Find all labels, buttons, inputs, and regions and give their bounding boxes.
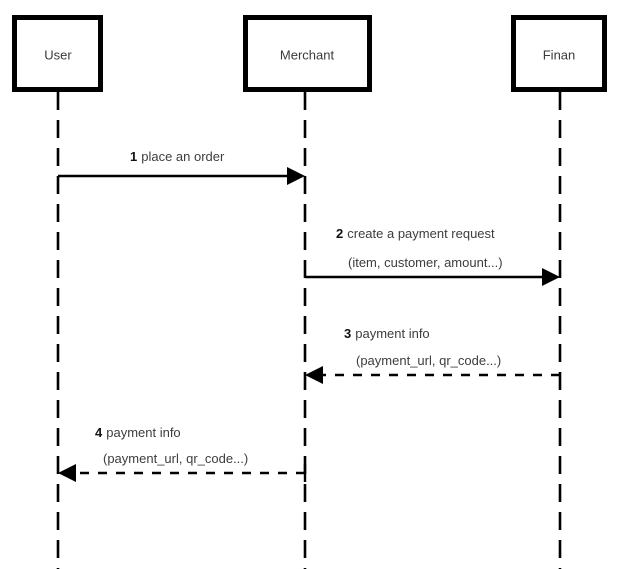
lifelines-group <box>56 92 562 569</box>
participant-box-finan[interactable] <box>511 15 607 92</box>
message-1-arrowhead <box>287 167 305 185</box>
message-3-sublabel: (payment_url, qr_code...) <box>356 353 501 368</box>
message-1-text: place an order <box>141 149 225 164</box>
message-3-seq: 3 <box>344 326 351 341</box>
participant-user[interactable]: User <box>12 15 103 92</box>
participant-box-merchant[interactable] <box>243 15 372 92</box>
message-2[interactable]: 2 create a payment request (item, custome… <box>305 226 560 286</box>
message-3-text: payment info <box>355 326 429 341</box>
message-4-text: payment info <box>106 425 180 440</box>
participant-box-user[interactable] <box>12 15 103 92</box>
participant-merchant[interactable]: Merchant <box>243 15 372 92</box>
message-3-arrowhead <box>305 366 323 384</box>
message-1[interactable]: 1 place an order <box>58 149 305 185</box>
participant-label-user: User <box>44 47 72 62</box>
message-2-seq: 2 <box>336 226 343 241</box>
message-2-label: 2 create a payment request <box>336 226 495 241</box>
participant-label-finan: Finan <box>543 47 576 62</box>
message-4-seq: 4 <box>95 425 103 440</box>
message-4-sublabel: (payment_url, qr_code...) <box>103 451 248 466</box>
message-2-arrowhead <box>542 268 560 286</box>
message-1-label: 1 place an order <box>130 149 225 164</box>
message-1-seq: 1 <box>130 149 137 164</box>
participant-label-merchant: Merchant <box>280 47 335 62</box>
message-3[interactable]: 3 payment info (payment_url, qr_code...) <box>305 326 560 384</box>
message-3-label: 3 payment info <box>344 326 430 341</box>
participant-finan[interactable]: Finan <box>511 15 607 92</box>
message-4-arrowhead <box>58 464 76 482</box>
message-2-sublabel: (item, customer, amount...) <box>348 255 503 270</box>
message-2-text: create a payment request <box>347 226 495 241</box>
